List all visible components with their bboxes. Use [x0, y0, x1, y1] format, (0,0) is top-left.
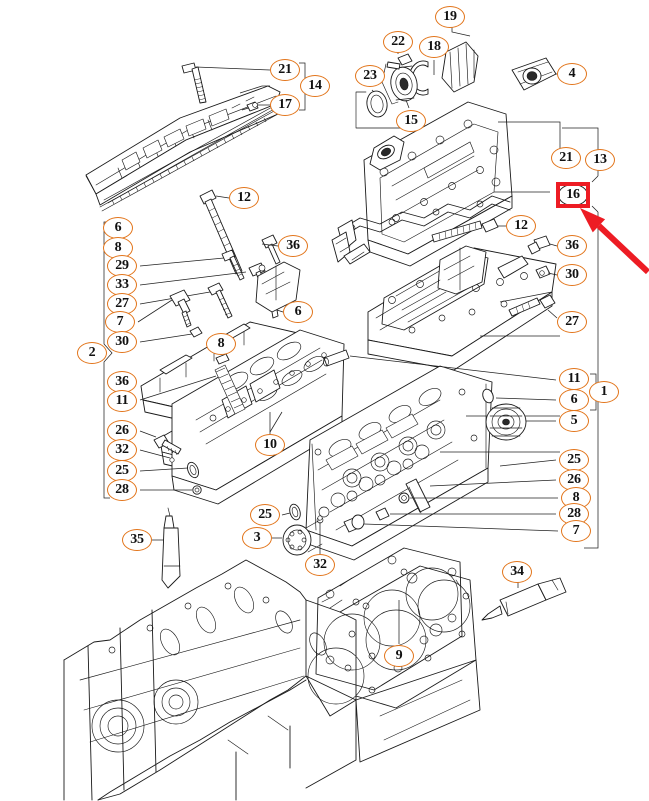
part-27-bolt-left: [139, 282, 233, 319]
callout-3[interactable]: 3: [242, 527, 272, 549]
part-19-boot: [441, 24, 479, 93]
callout-22[interactable]: 22: [383, 31, 413, 53]
callout-25[interactable]: 25: [559, 449, 589, 471]
part-4-sensor: [511, 57, 558, 91]
callout-5[interactable]: 5: [559, 410, 589, 432]
part-30-nut-left: [139, 326, 203, 343]
part-17-end-fastener: [246, 101, 259, 112]
callout-30[interactable]: 30: [107, 331, 137, 353]
part-11-dowel-right: [323, 349, 557, 381]
left-hardware-group: [137, 234, 301, 495]
callout-26[interactable]: 26: [107, 420, 137, 442]
part-10-cylinder-head-left: [171, 329, 345, 505]
part-32-dowel-left: [139, 449, 175, 463]
callout-36[interactable]: 36: [557, 235, 587, 257]
callout-18[interactable]: 18: [419, 36, 449, 58]
callout-15[interactable]: 15: [396, 110, 426, 132]
part-36-pin-upper-left: [261, 234, 281, 265]
callout-27[interactable]: 27: [107, 293, 137, 315]
callout-16[interactable]: 16: [558, 184, 588, 206]
callout-6[interactable]: 6: [283, 301, 313, 323]
callout-27[interactable]: 27: [557, 311, 587, 333]
callout-8[interactable]: 8: [206, 333, 236, 355]
part-6-washer-right: [482, 388, 557, 404]
part-right-camshaft-housing: [367, 245, 560, 371]
callout-2[interactable]: 2: [77, 342, 107, 364]
callout-13[interactable]: 13: [585, 149, 615, 171]
bottom-center-parts: [272, 503, 323, 556]
part-engine-block: [63, 559, 481, 801]
callout-19[interactable]: 19: [435, 6, 465, 28]
callout-10[interactable]: 10: [255, 434, 285, 456]
part-26-bolt-left: [139, 430, 182, 456]
part-cam-bearing-bridge: [255, 261, 301, 313]
part-27-bolt-right: [508, 294, 558, 319]
callout-25[interactable]: 25: [250, 504, 280, 526]
callout-6[interactable]: 6: [559, 389, 589, 411]
callout-23[interactable]: 23: [355, 65, 385, 87]
part-34-sealant-tube: [481, 577, 567, 621]
part-32-dowel-bc: [317, 515, 323, 554]
part-14-cover-rail: [85, 85, 281, 212]
callout-32[interactable]: 32: [305, 554, 335, 576]
callout-25[interactable]: 25: [107, 460, 137, 482]
part-13-valve-cover: [331, 101, 561, 267]
part-30-nut-right: [535, 265, 558, 279]
callout-28[interactable]: 28: [559, 503, 589, 525]
part-11-valve-spring-left: [139, 364, 246, 415]
callout-7[interactable]: 7: [105, 311, 135, 333]
callout-36[interactable]: 36: [278, 235, 308, 257]
part-5-pulley: [485, 403, 556, 441]
highlight-box-item-16: [556, 182, 590, 208]
callout-1[interactable]: 1: [589, 381, 619, 403]
right-hardware-upper: [431, 218, 558, 319]
callout-14[interactable]: 14: [300, 75, 330, 97]
callout-6[interactable]: 6: [103, 217, 133, 239]
part-21-bolt-topleft: [181, 62, 271, 104]
callout-7[interactable]: 7: [561, 520, 591, 542]
top-right-small-parts: [355, 24, 558, 129]
part-12-bolt-right: [431, 218, 506, 243]
part-3-bearing-bc: [272, 519, 323, 556]
part-28-plug-left: [140, 485, 202, 495]
callout-28[interactable]: 28: [107, 479, 137, 501]
callout-12[interactable]: 12: [506, 215, 536, 237]
callout-4[interactable]: 4: [557, 63, 587, 85]
right-hardware-mid: [323, 349, 557, 441]
callout-17[interactable]: 17: [270, 94, 300, 116]
callout-11[interactable]: 11: [107, 390, 137, 412]
callout-30[interactable]: 30: [557, 264, 587, 286]
part-25-seal-left: [139, 461, 199, 479]
part-26-dowel-lr: [405, 478, 557, 514]
right-hardware-lower: [343, 459, 559, 533]
callout-21[interactable]: 21: [270, 59, 300, 81]
part-8-nut-lr: [398, 492, 558, 504]
callout-21[interactable]: 21: [551, 147, 581, 169]
part-7-fitting-lr: [343, 514, 559, 533]
part-7-tensioner-left: [137, 289, 192, 328]
part-36-pin-right: [527, 235, 558, 255]
callout-35[interactable]: 35: [122, 529, 152, 551]
part-15-bearing: [390, 65, 418, 109]
callout-26[interactable]: 26: [559, 469, 589, 491]
part-29-bolt: [139, 249, 245, 281]
part-22-bolt: [381, 48, 413, 105]
callout-32[interactable]: 32: [107, 439, 137, 461]
callout-34[interactable]: 34: [502, 561, 532, 583]
part-28-plug-lr: [375, 507, 556, 521]
callout-9[interactable]: 9: [384, 645, 414, 667]
part-35-sealant-tube: [152, 507, 181, 589]
valve-train-detail: [317, 399, 459, 531]
callout-12[interactable]: 12: [229, 187, 259, 209]
part-25-seal-bc: [281, 503, 301, 521]
callout-11[interactable]: 11: [559, 368, 589, 390]
